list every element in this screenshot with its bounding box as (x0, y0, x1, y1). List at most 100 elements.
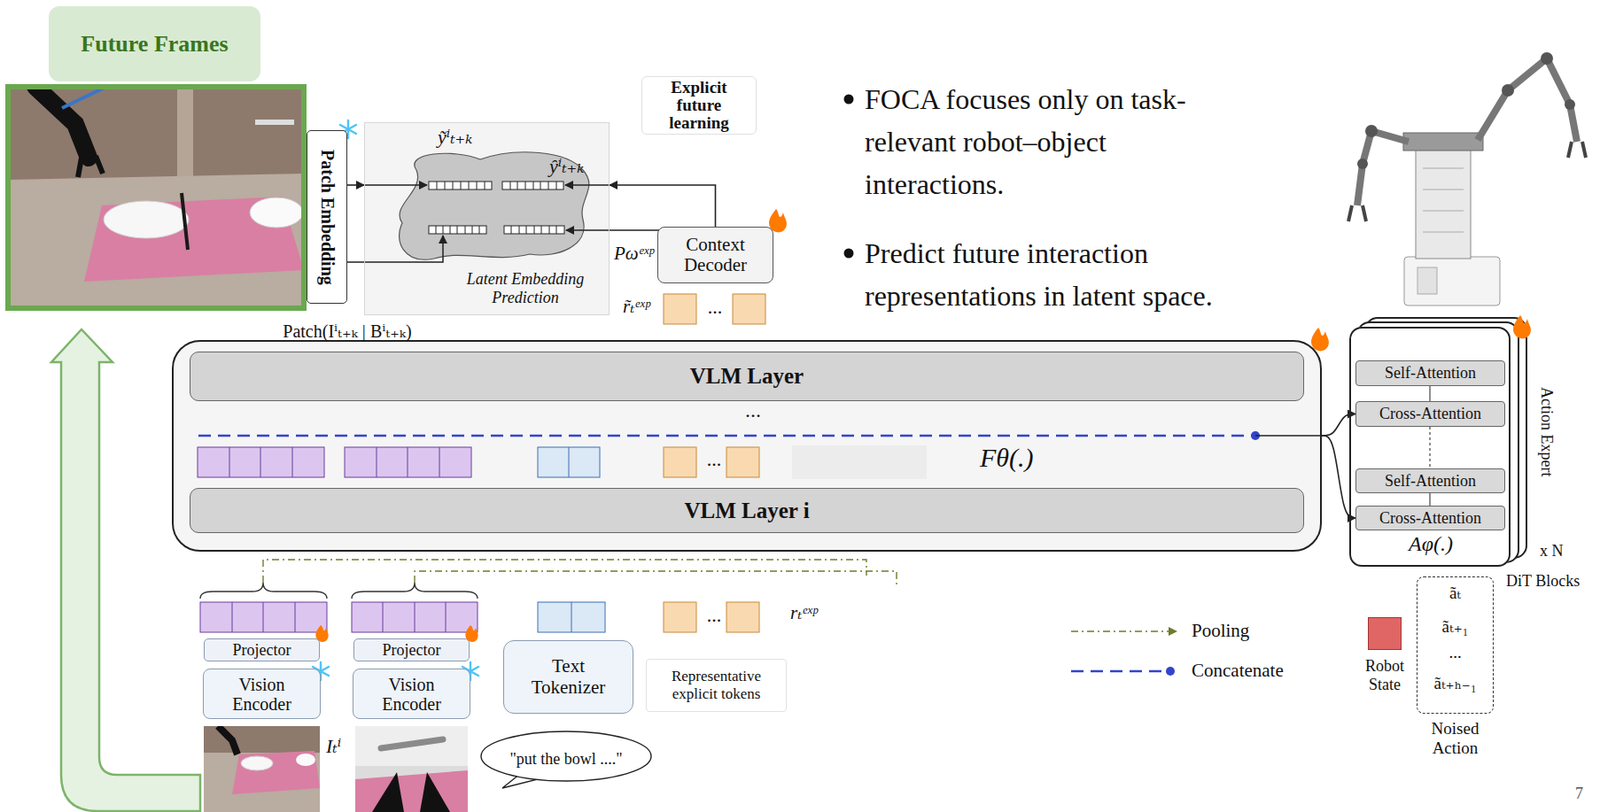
expert-stack (1429, 493, 1430, 506)
explicit-tokens-top (732, 294, 766, 325)
input-tokens (663, 602, 697, 633)
caption-text: DiT Blocks (1506, 572, 1580, 591)
wrist-camera-photo (355, 770, 468, 812)
vlm-token-row (537, 447, 600, 478)
future-frame-photo (7, 173, 304, 309)
bullet-dots (844, 248, 855, 259)
node-label: Self-Attention (1384, 364, 1476, 383)
layer-bar: VLM Layer i (189, 488, 1305, 534)
math-label: Patch(Iⁱₜ₊ₖ | Bⁱₜ₊ₖ) (254, 320, 441, 342)
robot-illustration (1564, 99, 1576, 110)
input-tokens (200, 602, 327, 633)
encoder-box: Vision Encoder (352, 668, 471, 720)
ellipsis: ... (1417, 643, 1493, 663)
math-label: r̃ₜᵉˣᵖ (622, 295, 651, 319)
robot-illustration (1348, 205, 1367, 222)
projector-box: Projector (203, 638, 320, 662)
node-label: Projector (233, 641, 292, 661)
legend: PoolingConcatenate (1067, 611, 1284, 692)
vlm-panel-fill (171, 340, 1322, 552)
expert-stack (1429, 427, 1430, 469)
legend-dot (1165, 667, 1175, 676)
input-tokens (351, 602, 478, 633)
legend-label: Pooling (1191, 620, 1250, 643)
robot-illustration (1357, 131, 1409, 206)
connector (609, 185, 716, 227)
attention-block: Self-Attention (1355, 360, 1506, 387)
robot-illustration (1501, 84, 1515, 97)
action-token: ãₜ (1417, 582, 1493, 604)
pooling-lines (263, 559, 897, 587)
future-frame-photo (249, 197, 303, 228)
node-label: Explicit future learning (647, 78, 751, 133)
process-box: Patch Embedding (306, 130, 348, 304)
latent-space (565, 184, 610, 187)
input-tokens (382, 602, 446, 633)
bubble-outline (481, 731, 652, 782)
node-label: Representative explicit tokens (652, 667, 781, 703)
future-frame-photo (177, 86, 194, 180)
math-label: Iₜⁱ (326, 735, 342, 759)
connector (347, 184, 365, 187)
input-tokens (571, 602, 573, 633)
page-number: 7 (1575, 784, 1584, 804)
input-tokens (726, 602, 760, 633)
expert-stack (1349, 326, 1511, 567)
math-label: rₜᵉˣᵖ (790, 602, 818, 625)
node-label: Vision Encoder (358, 675, 465, 715)
vlm-token-row (229, 447, 293, 478)
ellipsis: ... (699, 295, 731, 319)
node-label: VLM Layer i (683, 498, 809, 524)
legend-arrowhead (1168, 627, 1178, 637)
ellipsis: ... (735, 398, 771, 423)
node-label: "put the bowl ...." (509, 750, 622, 769)
future-frame-photo (77, 155, 103, 178)
node-label: Cross-Attention (1379, 509, 1482, 529)
node-label: Text Tokenizer (514, 656, 622, 698)
node-label: VLM Layer (690, 364, 804, 389)
robot-illustration (1404, 256, 1500, 306)
robot-illustration (1568, 141, 1586, 158)
future-frame-photo (255, 119, 295, 125)
node-label: Cross-Attention (1379, 404, 1482, 424)
pooling-lines (414, 571, 897, 587)
legend-line-sample (1071, 669, 1167, 673)
math-label: Pωᵉˣᵖ (613, 242, 654, 265)
expert-stack (1349, 318, 1527, 567)
explicit-tokens-top (663, 294, 766, 325)
math-label: ỹⁱₜ₊ₖ (437, 125, 473, 149)
legend-line-sample (1067, 662, 1183, 681)
bullet-text: FOCA focuses only on task-relevant robot… (864, 77, 1246, 206)
panel-heading: Action Expert (1537, 387, 1556, 477)
latent-space (428, 181, 565, 234)
robot-illustration (1365, 124, 1378, 138)
input-tokens (537, 602, 606, 633)
node-label: Self-Attention (1384, 472, 1476, 491)
speech-bubble: "put the bowl ...." (479, 730, 653, 789)
robot-illustration (1357, 158, 1368, 170)
math-label: ŷⁱₜ₊ₖ (549, 155, 584, 179)
node-label: Context Decoder (658, 234, 773, 276)
state-swatch: Robot State (1367, 617, 1402, 651)
model-panel: Fθ(.)VLM LayerVLM Layer i (171, 340, 1322, 552)
vlm-token-row (376, 447, 440, 478)
future-frame-photo (84, 196, 304, 282)
vlm-token-row (663, 447, 697, 478)
attention-block: Cross-Attention (1355, 505, 1506, 531)
layer-bar: VLM Layer (189, 351, 1305, 402)
robot-illustration (1422, 168, 1464, 233)
latent-space (364, 184, 428, 187)
token-note-box: Representative explicit tokens (645, 659, 787, 713)
explicit-tokens-top (663, 294, 697, 325)
future-frame-photo (7, 86, 304, 309)
fire-icons (1311, 327, 1329, 351)
action-chunk-box: ãₜãₜ₊₁...ãₜ₊ₕ₋₁Noised Action (1416, 576, 1494, 715)
ellipsis: ... (699, 604, 730, 628)
multiplier: x N (1539, 542, 1564, 561)
latent-space (399, 152, 590, 260)
ellipsis: ... (699, 448, 730, 472)
camera-photo (203, 726, 320, 812)
future-frame-photo (62, 86, 107, 109)
tokenizer-box: Text Tokenizer (503, 640, 634, 715)
